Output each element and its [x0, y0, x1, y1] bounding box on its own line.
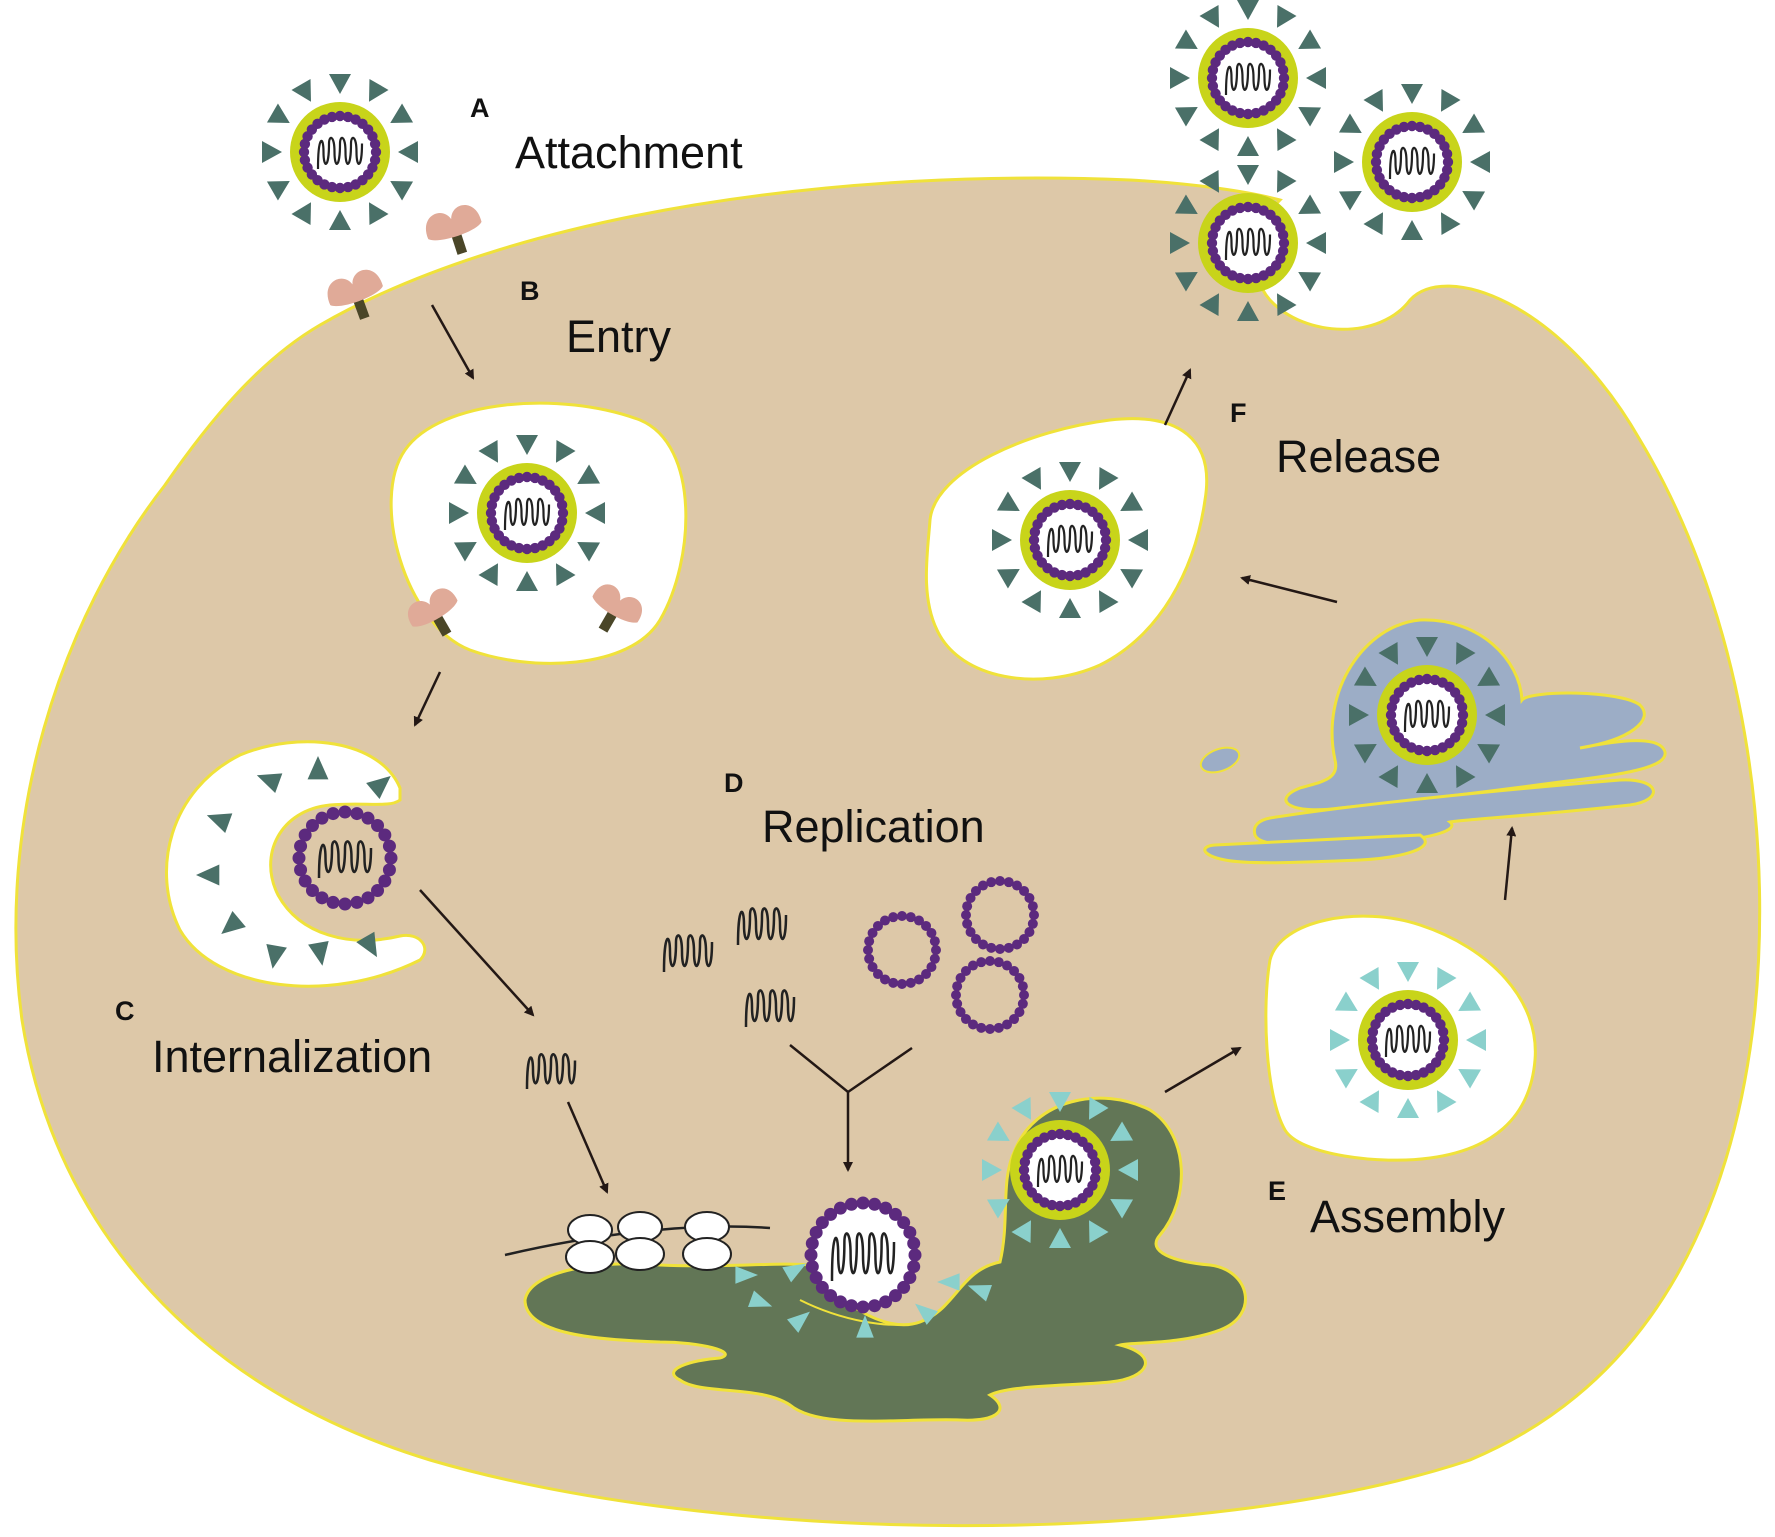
viral-rna [1384, 1024, 1432, 1058]
shed-spikes [196, 756, 391, 969]
viral-rna-genome [317, 840, 373, 879]
virion-budding-out [1170, 165, 1326, 321]
spike-proteins [1334, 84, 1490, 240]
nucleocapsid [298, 110, 382, 194]
viral-rna [1224, 62, 1272, 96]
virion-budding-er [982, 1092, 1138, 1248]
arrow-er-to-assembly [1164, 1046, 1242, 1094]
arrow-rna-to-ribosomes [566, 1101, 609, 1194]
nucleocapsid [804, 1196, 922, 1314]
arrow-attachment-to-entry [430, 304, 475, 380]
viral-rna [1036, 1154, 1084, 1188]
virion-in-release-vesicle [992, 462, 1148, 618]
nucleocapsid [1370, 120, 1454, 204]
ribosome [615, 1211, 665, 1271]
stage-f-name: Release [1276, 431, 1441, 482]
virion-in-assembly-vesicle [1330, 962, 1486, 1118]
process-arrows [413, 304, 1517, 1194]
er-spike-proteins [735, 1263, 993, 1338]
replicated-rna [662, 934, 714, 973]
virion-attaching [262, 74, 418, 230]
spike-proteins [1330, 962, 1486, 1118]
virions [196, 0, 1505, 1338]
arrow-golgi-to-release [1240, 575, 1338, 604]
arrow-release-to-exit [1163, 368, 1192, 426]
stage-c-letter: C [115, 996, 135, 1026]
viral-rna [1388, 146, 1436, 180]
nucleocapsid [1385, 673, 1469, 757]
assembling-nucleocapsid [804, 1196, 922, 1314]
nucleocapsid [1018, 1128, 1102, 1212]
ribosome [682, 1211, 732, 1271]
spike-proteins [982, 1092, 1138, 1248]
nucleocapsid [1028, 498, 1112, 582]
virion-released [1170, 0, 1326, 156]
spike-proteins [1349, 637, 1505, 793]
uncoated-nucleocapsid [292, 805, 398, 911]
arrow-entry-to-internalization [413, 671, 442, 727]
stage-e-letter: E [1268, 1176, 1286, 1206]
arrow-uncoating-to-rna [419, 889, 535, 1017]
nucleocapsid [1206, 36, 1290, 120]
spike-proteins [262, 74, 418, 230]
spike-proteins [992, 462, 1148, 618]
stage-b-name: Entry [566, 311, 672, 362]
stage-d-name: Replication [762, 801, 985, 852]
spike-proteins [449, 435, 605, 591]
stage-a-name: Attachment [515, 127, 743, 178]
ribosomes-on-mrna [504, 1211, 771, 1274]
virion-released [1334, 84, 1490, 240]
viral-rna [1224, 227, 1272, 261]
viral-rna [316, 136, 364, 170]
replicated-rna [736, 907, 788, 946]
viral-rna [1403, 699, 1451, 733]
stage-d-letter: D [724, 768, 744, 798]
vesicle-receptors [407, 584, 643, 637]
stage-a-letter: A [470, 93, 490, 123]
replicated-rna [744, 989, 796, 1028]
cell-receptors [327, 205, 482, 320]
new-capsid-protein-ring [961, 876, 1039, 954]
spike-proteins [1170, 165, 1326, 321]
stage-labels: A Attachment B Entry C Internalization D… [115, 93, 1506, 1242]
stage-e-name: Assembly [1310, 1191, 1506, 1242]
virion-in-endosome [449, 435, 605, 591]
stage-f-letter: F [1230, 398, 1247, 428]
nucleocapsid [1206, 201, 1290, 285]
new-capsid-protein-ring [951, 956, 1029, 1034]
released-rna [525, 1053, 577, 1090]
viral-rna [503, 497, 551, 531]
nucleocapsid [1366, 998, 1450, 1082]
arrow-assembly-to-golgi [1503, 826, 1517, 901]
stage-c-name: Internalization [152, 1031, 432, 1082]
virion-in-golgi [1349, 637, 1505, 793]
viral-rna [1046, 524, 1094, 558]
spike-proteins [1170, 0, 1326, 156]
stage-b-letter: B [520, 276, 540, 306]
new-capsid-protein-ring [863, 911, 941, 989]
ribosome [565, 1214, 615, 1274]
nucleocapsid [485, 471, 569, 555]
